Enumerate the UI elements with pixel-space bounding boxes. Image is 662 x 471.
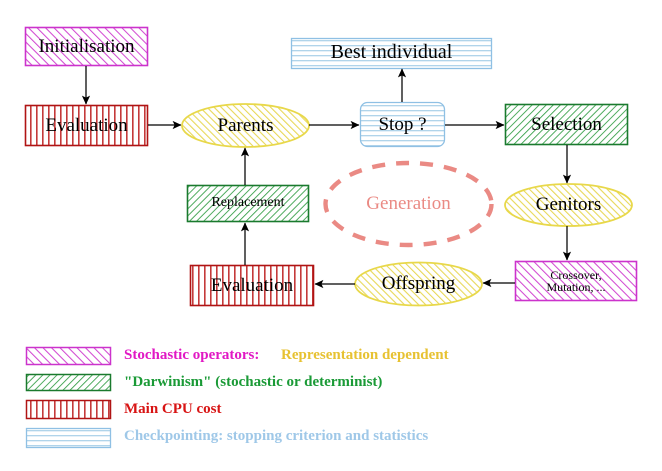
- node-generation: [323, 160, 494, 248]
- node-offspring: [354, 261, 483, 307]
- legend-swatch-blue-horizontal: [25, 427, 112, 449]
- legend-label-main-cpu-cost: Main CPU cost: [124, 401, 222, 417]
- legend-swatch-magenta-diagonal: [25, 346, 112, 366]
- node-initialisation: [24, 26, 149, 67]
- legend-swatch-red-vertical: [25, 399, 112, 420]
- legend-swatch-green-diagonal: [25, 373, 112, 392]
- node-replacement: [186, 184, 310, 223]
- node-selection: [504, 103, 629, 146]
- node-genitors: [504, 183, 633, 227]
- node-crossover-mutation: [514, 260, 638, 302]
- node-best-individual: [290, 37, 493, 70]
- node-stop: [359, 101, 446, 148]
- node-evaluation-top: [24, 104, 149, 147]
- legend-label-representation-dependent: Representation dependent: [281, 347, 449, 363]
- node-parents: [181, 103, 310, 148]
- node-evaluation-bottom: [189, 264, 315, 307]
- legend-label-darwinism: "Darwinism" (stochastic or determinist): [124, 374, 383, 390]
- node-label-generation: Generation: [366, 193, 451, 214]
- legend-label-stochastic-operators: Stochastic operators:: [124, 347, 260, 363]
- legend-label-checkpointing: Checkpointing: stopping criterion and st…: [124, 428, 429, 444]
